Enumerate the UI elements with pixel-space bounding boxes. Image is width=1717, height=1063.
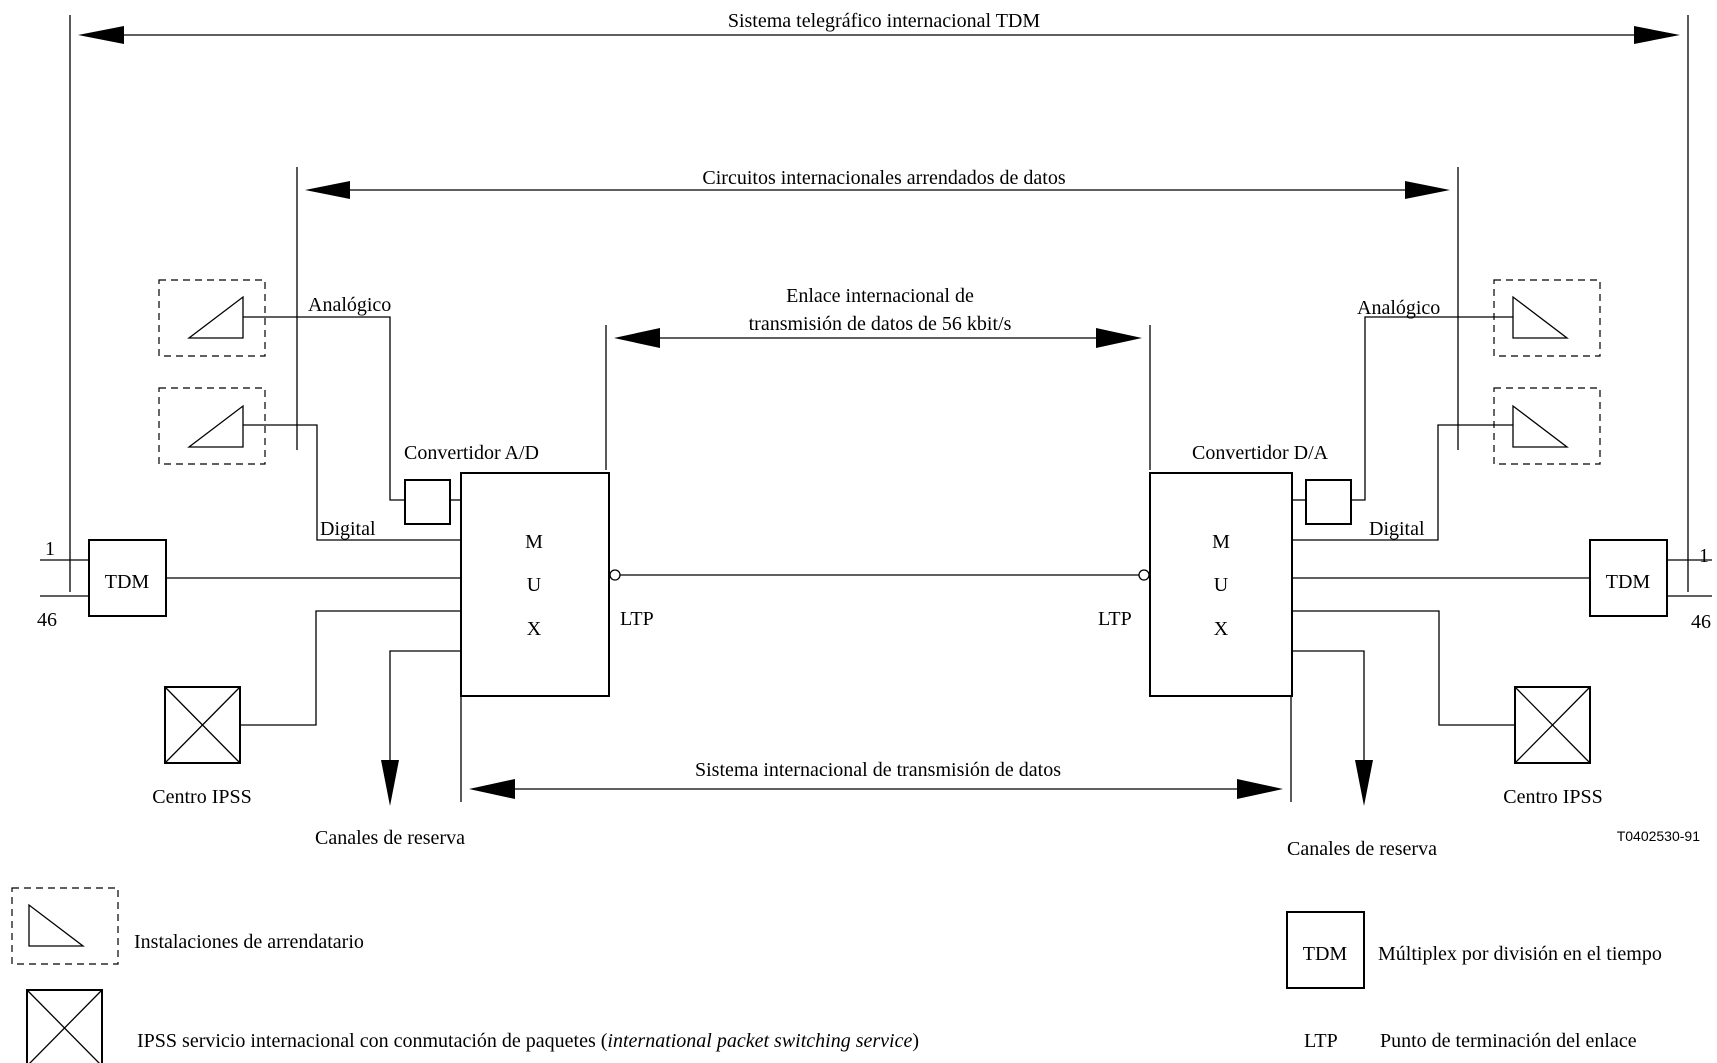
mux-left-m: M <box>525 531 543 553</box>
ipss-wire-right <box>1292 610 1515 726</box>
converter-da-label: Convertidor D/A <box>1192 442 1329 464</box>
ipss-cross-icon <box>29 989 103 1063</box>
digital-label-right: Digital <box>1369 518 1425 540</box>
link-label-line1: Enlace internacional de <box>786 285 974 307</box>
tdm-right <box>1589 539 1668 617</box>
tenant-premises-analog-right <box>1493 279 1601 357</box>
reserve-wire-left <box>389 650 461 770</box>
legend-tenant-label: Instalaciones de arrendatario <box>134 931 364 953</box>
ltp-label-left: LTP <box>620 608 654 630</box>
reserve-wire-right <box>1292 650 1365 770</box>
reserve-label-right: Canales de reserva <box>1287 838 1437 860</box>
tenant-premises-digital-left <box>158 387 266 465</box>
legend-ipss-label: IPSS servicio internacional con conmutac… <box>137 1030 919 1052</box>
tdm-system-label: Sistema telegráfico internacional TDM <box>728 10 1041 32</box>
ltp-label-right: LTP <box>1098 608 1132 630</box>
tdm-left-channel-46: 46 <box>37 609 57 631</box>
converter-da <box>1305 479 1352 525</box>
tdm-left-label: TDM <box>105 571 150 593</box>
converter-ad-label: Convertidor A/D <box>404 442 539 464</box>
analog-wire-right <box>1351 316 1513 501</box>
mux-right-x: X <box>1214 618 1229 640</box>
mux-left <box>460 472 610 697</box>
leased-arrow-right <box>1405 181 1450 199</box>
tdm-right-label: TDM <box>1606 571 1651 593</box>
ipss-cross-icon <box>164 686 241 764</box>
digital-wire-left <box>243 424 461 541</box>
tdm-span-arrow-right <box>1634 26 1680 44</box>
ipss-wire-left <box>240 610 461 726</box>
reserve-arrow-right <box>1355 760 1373 806</box>
legend-tdm-box-label: TDM <box>1303 943 1348 965</box>
figure-code: T0402530-91 <box>1617 828 1701 844</box>
ipss-cross-icon <box>1514 686 1591 764</box>
tdm-right-channel-46: 46 <box>1691 611 1711 633</box>
mux-right <box>1149 472 1293 697</box>
ltp-point-right <box>1138 569 1150 581</box>
legend-tenant-symbol <box>11 887 119 965</box>
analog-label-left: Analógico <box>308 294 391 316</box>
legend-ltp-abbr: LTP <box>1304 1030 1338 1052</box>
analog-wire-left <box>243 316 405 501</box>
tenant-equipment-icon <box>1512 295 1569 339</box>
tdm-left-channel-1: 1 <box>45 538 55 560</box>
tenant-premises-analog-left <box>158 279 266 357</box>
digital-wire-right <box>1292 424 1513 541</box>
mux-right-m: M <box>1212 531 1230 553</box>
legend-tdm-description: Múltiplex por división en el tiempo <box>1378 943 1662 965</box>
analog-label-right: Analógico <box>1357 297 1440 319</box>
link-arrow-left <box>614 328 660 348</box>
tenant-equipment-icon <box>1512 404 1569 448</box>
legend-ltp-description: Punto de terminación del enlace <box>1380 1030 1637 1052</box>
data-system-arrow-left <box>469 779 515 799</box>
tenant-equipment-icon <box>28 903 85 947</box>
tdm-left <box>88 539 167 617</box>
link-label-line2: transmisión de datos de 56 kbit/s <box>749 313 1012 335</box>
ipss-label-right: Centro IPSS <box>1503 786 1602 808</box>
mux-left-x: X <box>527 618 542 640</box>
tdm-right-channel-1: 1 <box>1699 545 1709 567</box>
leased-circuits-label: Circuitos internacionales arrendados de … <box>702 167 1065 189</box>
tenant-equipment-icon <box>187 404 244 448</box>
link-arrow-right <box>1096 328 1142 348</box>
data-system-arrow-right <box>1237 779 1283 799</box>
leased-arrow-left <box>305 181 350 199</box>
mux-right-u: U <box>1214 574 1229 596</box>
tdm-span-arrow-left <box>78 26 124 44</box>
ipss-label-left: Centro IPSS <box>152 786 251 808</box>
ltp-point-left <box>609 569 621 581</box>
tenant-premises-digital-right <box>1493 387 1601 465</box>
converter-ad <box>404 479 451 525</box>
reserve-label-left: Canales de reserva <box>315 827 465 849</box>
data-system-label: Sistema internacional de transmisión de … <box>695 759 1061 781</box>
mux-left-u: U <box>527 574 542 596</box>
tenant-equipment-icon <box>187 295 244 339</box>
legend-tdm-symbol <box>1286 911 1365 989</box>
reserve-arrow-left <box>381 760 399 806</box>
digital-label-left: Digital <box>320 518 376 540</box>
